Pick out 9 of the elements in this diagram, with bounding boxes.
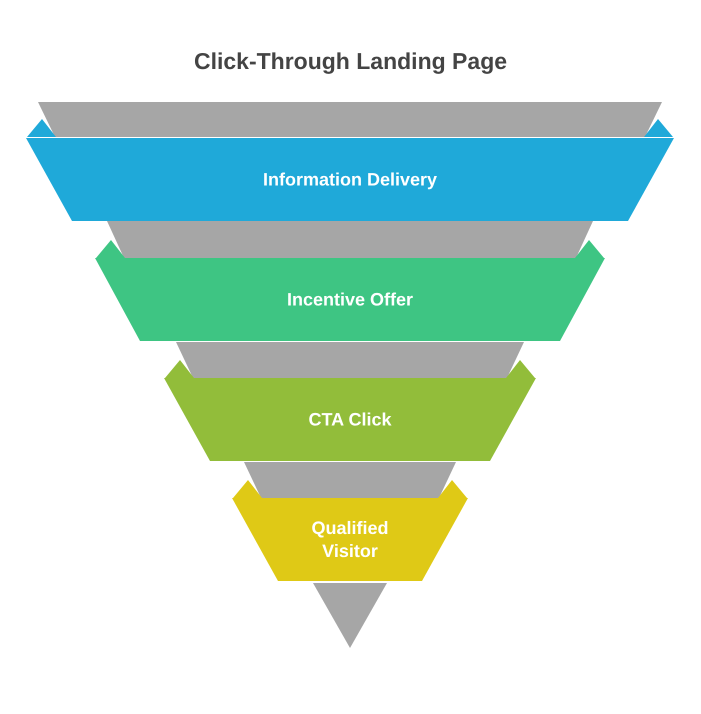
diagram-title: Click-Through Landing Page bbox=[192, 48, 508, 75]
segment-label: Qualified Visitor bbox=[310, 516, 390, 562]
segment-label: CTA Click bbox=[307, 408, 392, 431]
segment-label: Incentive Offer bbox=[286, 288, 414, 311]
funnel-segment bbox=[26, 138, 674, 221]
funnel-segment bbox=[95, 258, 605, 341]
segment-label: Information Delivery bbox=[262, 168, 438, 191]
funnel-segment bbox=[164, 378, 536, 461]
funnel-segment bbox=[232, 498, 468, 581]
